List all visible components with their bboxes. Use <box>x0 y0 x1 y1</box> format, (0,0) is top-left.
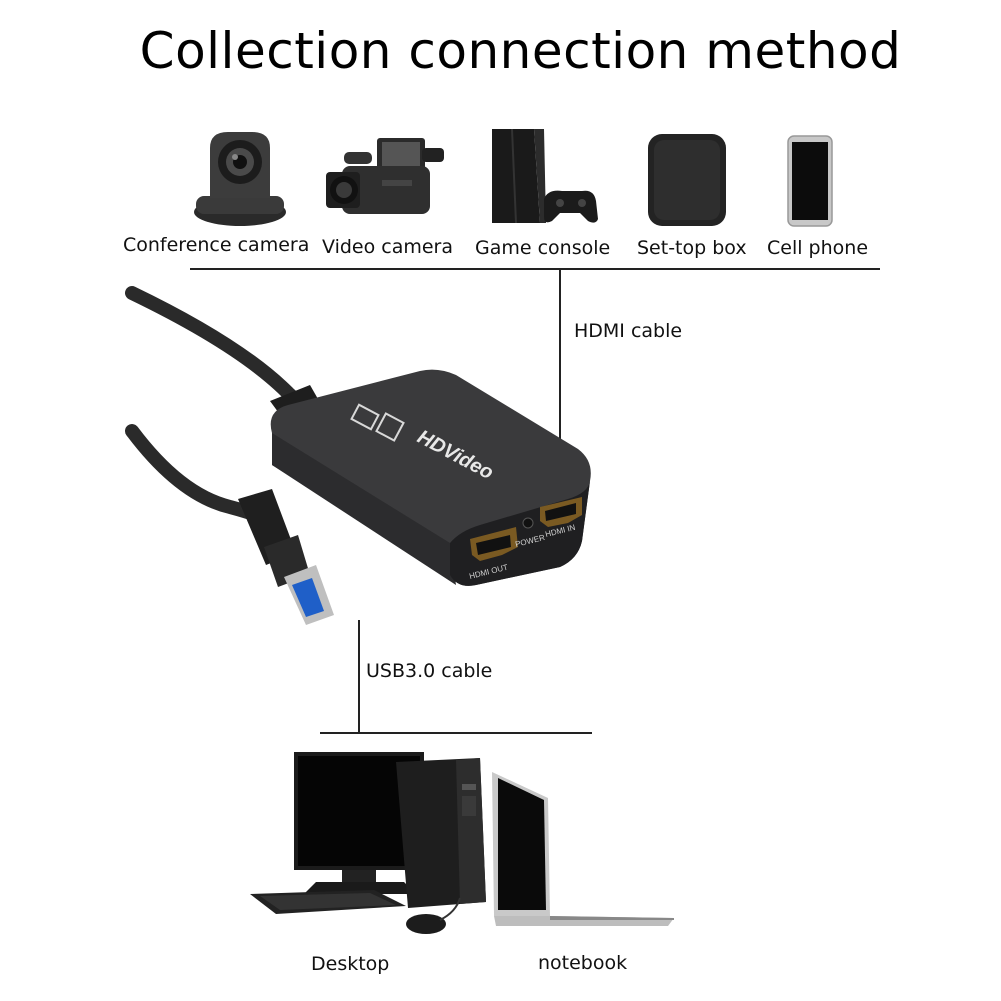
source-label-video-camera: Video camera <box>322 236 454 258</box>
video-camera-icon <box>322 130 447 225</box>
source-label-conference-camera: Conference camera <box>123 234 310 256</box>
source-label-set-top-box: Set-top box <box>637 237 747 259</box>
usb-connector-line <box>358 620 360 734</box>
hdmi-out-port <box>470 527 518 561</box>
hdmi-connector-line <box>559 270 561 455</box>
hdmi-in-port <box>540 497 582 527</box>
desktop-computer-icon <box>246 748 496 938</box>
target-bus-line <box>320 732 592 734</box>
usb-cable-label: USB3.0 cable <box>366 660 493 682</box>
set-top-box-icon <box>644 130 730 230</box>
source-label-game-console: Game console <box>475 237 611 259</box>
cell-phone-icon <box>786 134 834 228</box>
source-bus-line <box>190 268 880 270</box>
capture-device: HDVideo HDMI OUT POWER HDMI IN <box>120 285 610 630</box>
diagram-title: Collection connection method <box>139 22 902 80</box>
game-console-icon <box>488 125 600 227</box>
power-led <box>522 517 534 529</box>
target-label-desktop: Desktop <box>311 953 390 975</box>
hdmi-cable-label: HDMI cable <box>574 320 683 342</box>
conference-camera-icon <box>188 128 292 228</box>
source-label-cell-phone: Cell phone <box>767 237 869 259</box>
usb-plug <box>238 489 334 625</box>
target-label-notebook: notebook <box>538 952 628 974</box>
notebook-laptop-icon <box>488 768 678 928</box>
